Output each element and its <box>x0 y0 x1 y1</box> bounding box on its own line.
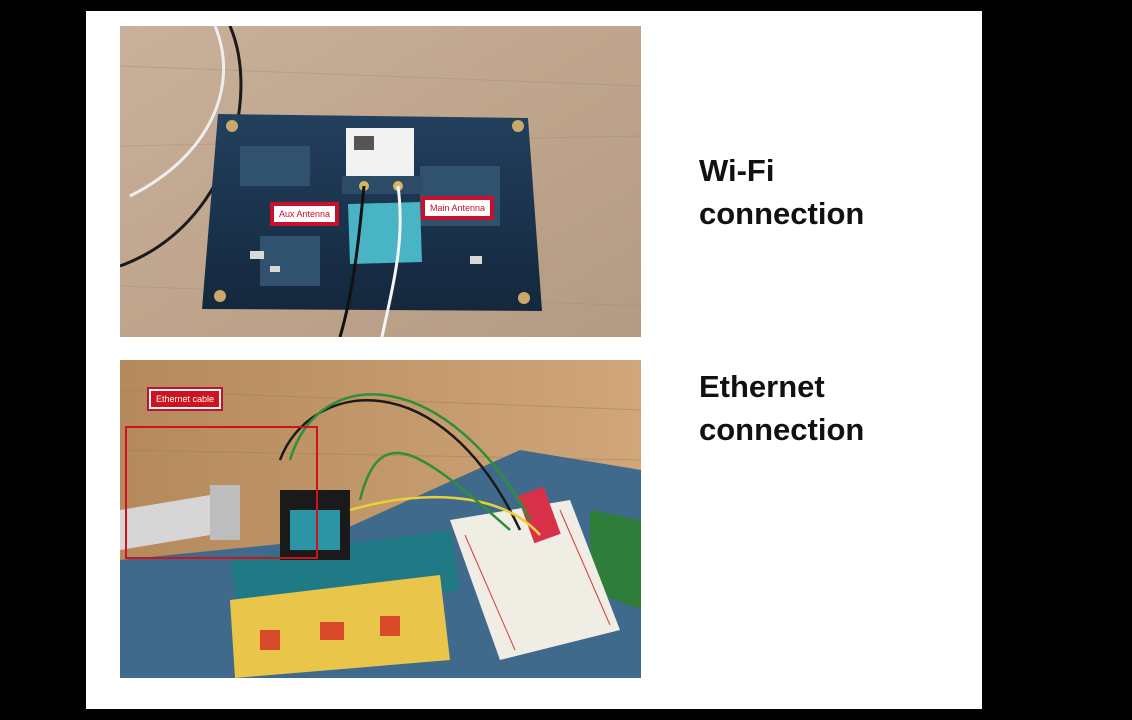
ethernet-board-image <box>120 360 641 678</box>
wifi-board-photo: Aux Antenna Main Antenna <box>120 26 641 337</box>
wifi-connection-heading: Wi-Fi connection <box>699 153 865 231</box>
slide: Aux Antenna Main Antenna <box>86 11 982 709</box>
aux-antenna-label: Aux Antenna <box>272 204 338 224</box>
ethernet-highlight-box <box>125 426 318 559</box>
main-antenna-label: Main Antenna <box>423 198 493 218</box>
wifi-board-image <box>120 26 641 337</box>
ethernet-cable-label: Ethernet cable <box>149 389 222 409</box>
ethernet-board-photo: Ethernet cable <box>120 360 641 678</box>
ethernet-connection-heading: Ethernet connection <box>699 369 865 447</box>
